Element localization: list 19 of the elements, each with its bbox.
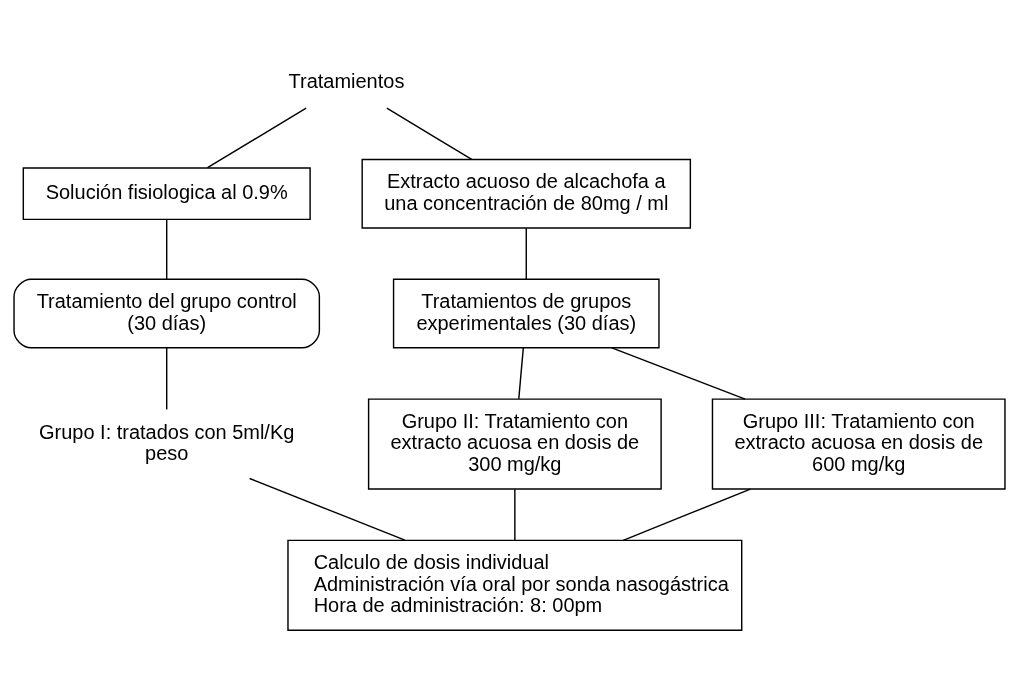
node-text: Grupo I: tratados con 5ml/Kg peso — [39, 420, 295, 464]
connector — [525, 227, 527, 280]
connector — [611, 346, 746, 400]
node-box: Extracto acuoso de alcachofa a una concentración de 80mg / ml — [361, 158, 692, 229]
connector — [248, 477, 406, 541]
node-box: Solución fisiologica al 0.9% — [22, 166, 311, 220]
connector — [622, 487, 752, 541]
node-box: Tratamiento del grupo control (30 días) — [13, 278, 321, 348]
node-box: Grupo III: Tratamiento con extracto acuosa en dosis de 600 mg/kg — [711, 397, 1006, 490]
connector — [206, 106, 307, 168]
connector — [386, 106, 473, 160]
node-box: Grupo II: Tratamiento con extracto acuosa en dosis de 300 mg/kg — [367, 397, 662, 490]
connector — [166, 218, 168, 280]
node-box: Calculo de dosis individual Administración vía oral por sonda nasogástrica Hora de administración: 8: 00pm — [287, 539, 743, 631]
connector — [518, 346, 525, 400]
connector — [514, 488, 516, 541]
node-box: Tratamientos de grupos experimentales (30 días) — [392, 278, 660, 348]
connector — [166, 346, 168, 410]
node-text: Tratamientos — [288, 69, 405, 92]
